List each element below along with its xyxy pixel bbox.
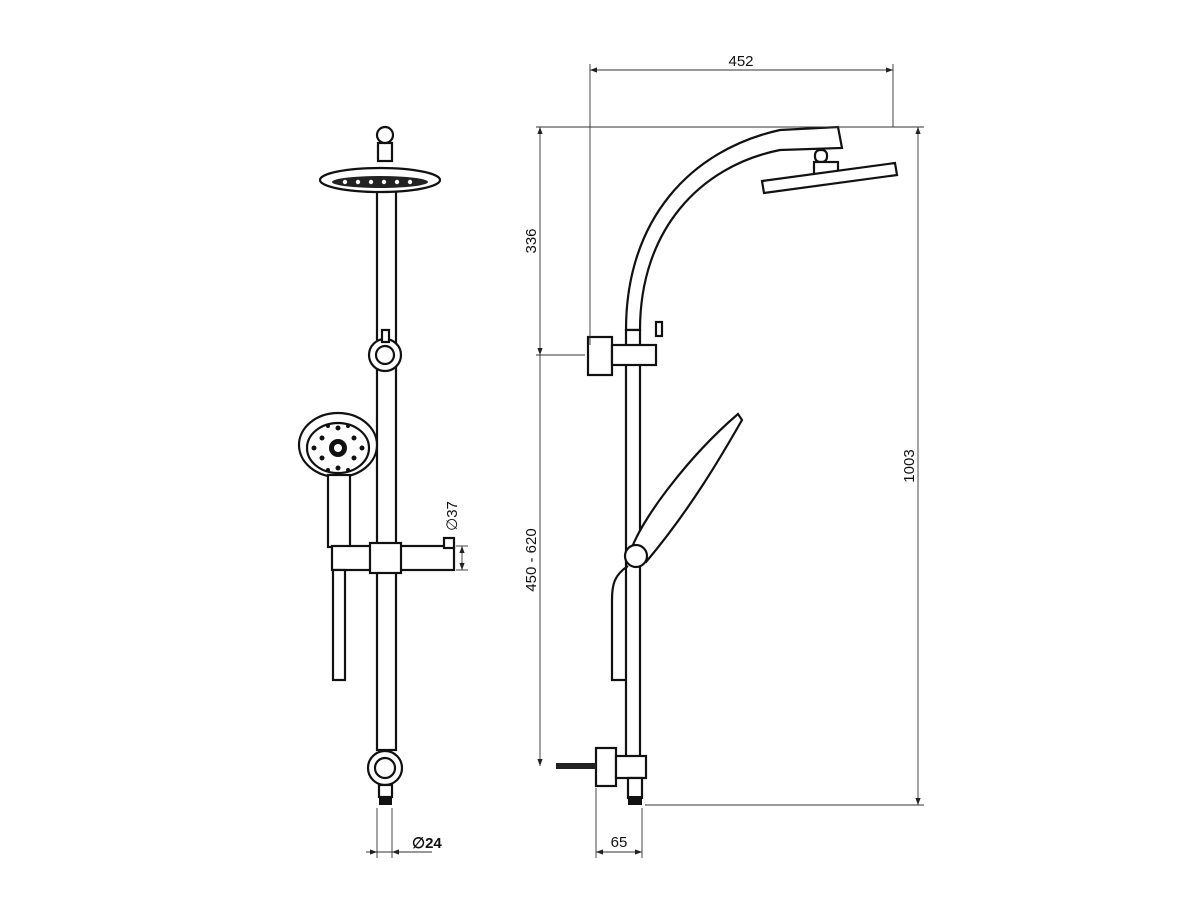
top-connector: [376, 141, 394, 163]
front-view: [297, 125, 456, 805]
side-hose: [610, 565, 629, 682]
hand-shower-handle: [326, 473, 352, 549]
dim-336: 336: [523, 228, 540, 253]
dim-65: 65: [611, 834, 628, 851]
dim-1003: 1003: [901, 449, 918, 482]
side-hand-shower: [628, 412, 744, 564]
lower-wall-mount: [594, 746, 618, 788]
side-shower-head: [760, 161, 899, 195]
dim-450-620: 450 - 620: [523, 528, 540, 591]
outlet-fitting: [377, 783, 394, 799]
shower-holder: [623, 543, 649, 569]
overhead-arm: [624, 125, 844, 332]
dimension-lines: [366, 64, 924, 858]
wall-screw: [556, 763, 596, 769]
dim-diameter-24: ∅24: [412, 835, 442, 852]
hose: [331, 568, 347, 682]
dim-452: 452: [728, 53, 753, 70]
front-rail: [375, 183, 398, 752]
upper-wall-mount: [586, 335, 614, 377]
bracket-knob: [380, 328, 391, 344]
top-knob: [375, 125, 395, 145]
side-outlet: [626, 776, 644, 800]
ball-joint: [813, 148, 829, 164]
side-view: [556, 125, 899, 805]
nozzle-ring: [332, 176, 428, 188]
dim-diameter-37: ∅37: [444, 501, 461, 531]
